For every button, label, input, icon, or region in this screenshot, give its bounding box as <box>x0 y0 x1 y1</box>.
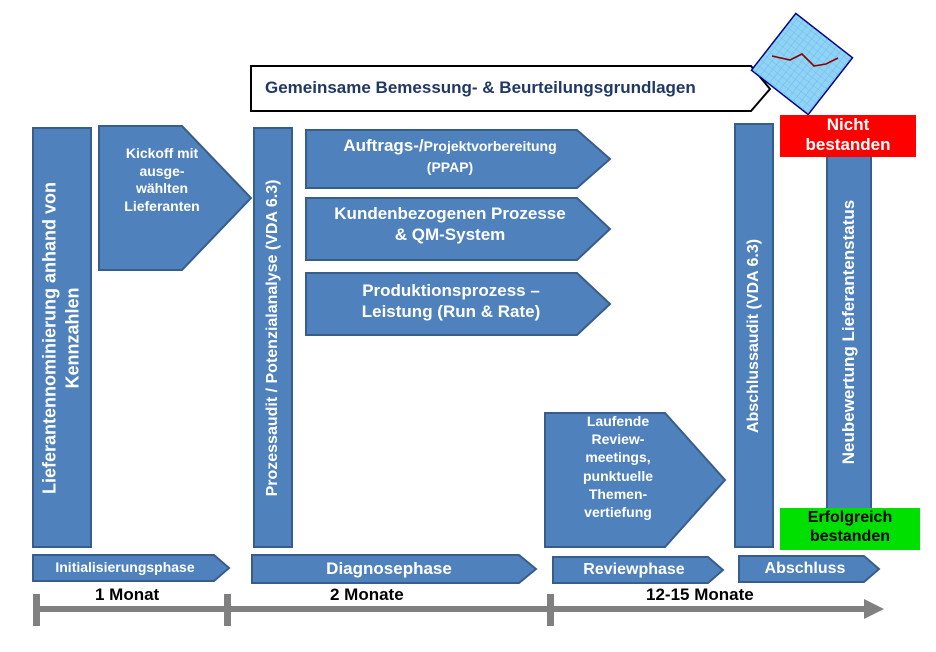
nomination-bar: Lieferantennominierung anhand von Kennza… <box>32 127 92 548</box>
production-label: Produktionsprozess – Leistung (Run & Rat… <box>361 281 541 322</box>
customer-processes-arrow: Kundenbezogenen Prozesse & QM-System <box>305 197 612 261</box>
process-audit-bar: Prozessaudit / Potenzialanalyse (VDA 6.3… <box>253 127 293 548</box>
reassessment-bar: Neubewertung Lieferantenstatus <box>826 152 872 512</box>
order-prep-arrow: Auftrags-/Projektvorbereitung (PPAP) <box>305 129 612 189</box>
duration-1: 1 Monat <box>95 585 160 604</box>
phase-conclusion: Abschluss <box>738 555 881 583</box>
status-failed: Nicht bestanden <box>780 115 916 157</box>
timeline <box>30 592 886 628</box>
nomination-label: Lieferantennominierung anhand von Kennza… <box>39 181 83 494</box>
kickoff-label: Kickoff mit ausge- wählten Lieferanten <box>124 145 200 214</box>
duration-3: 12-15 Monate <box>646 585 754 604</box>
order-prep-label: Auftrags-/Projektvorbereitung (PPAP) <box>343 136 557 175</box>
customer-processes-label: Kundenbezogenen Prozesse & QM-System <box>334 204 566 245</box>
chart-icon <box>750 12 854 116</box>
review-meetings-label: Laufende Review- meetings, punktuelle Th… <box>582 413 653 520</box>
process-audit-label: Prozessaudit / Potenzialanalyse (VDA 6.3… <box>264 179 281 496</box>
final-audit-bar: Abschlussaudit (VDA 6.3) <box>734 123 774 548</box>
kickoff-arrow: Kickoff mit ausge- wählten Lieferanten <box>98 125 253 271</box>
reassessment-label: Neubewertung Lieferantenstatus <box>839 199 858 465</box>
final-audit-label: Abschlussaudit (VDA 6.3) <box>745 238 762 433</box>
status-passed: Erfolgreich bestanden <box>780 508 920 550</box>
common-basis-banner: Gemeinsame Bemessung- & Beurteilungsgrun… <box>250 65 772 112</box>
banner-text: Gemeinsame Bemessung- & Beurteilungsgrun… <box>265 78 696 97</box>
production-arrow: Produktionsprozess – Leistung (Run & Rat… <box>305 272 612 336</box>
review-meetings-arrow: Laufende Review- meetings, punktuelle Th… <box>544 412 727 548</box>
phase-diagnosis: Diagnosephase <box>251 554 538 584</box>
phase-initialization: Initialisierungsphase <box>32 554 231 582</box>
phase-review: Reviewphase <box>552 556 725 584</box>
duration-2: 2 Monate <box>330 585 404 604</box>
